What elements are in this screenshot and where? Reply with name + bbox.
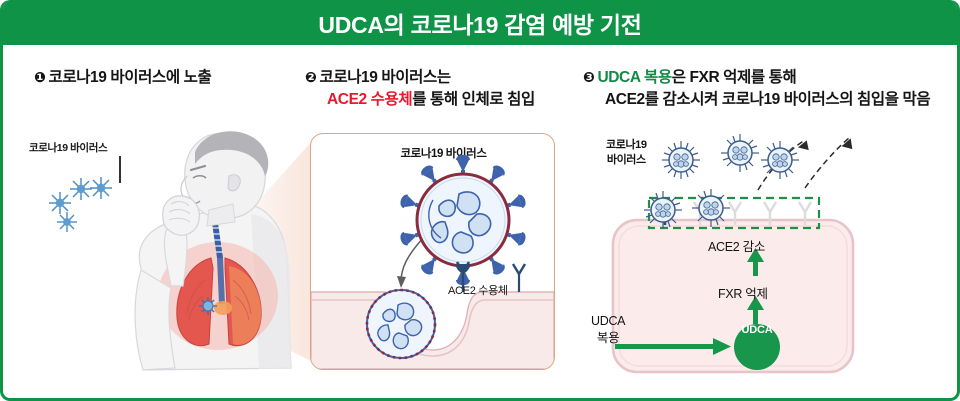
step-3-number: ❸ <box>583 69 595 85</box>
panel3-virus-label-line2: 바이러스 <box>606 153 646 166</box>
step-3-text-line2: ACE2를 감소시켜 코로나19 바이러스의 침입을 막음 <box>605 91 931 108</box>
step-3-highlight: UDCA 복용 <box>597 69 672 86</box>
panel-exposure: 코로나19 바이러스 <box>3 118 313 393</box>
virus-particle-icon <box>70 178 92 200</box>
virus-cluster <box>644 134 799 229</box>
panel3-virus-label-line1: 코로나19 <box>606 139 647 151</box>
panel1-virus-label: 코로나19 바이러스 <box>29 142 108 154</box>
fxr-inhibition-label: FXR 억제 <box>718 287 768 301</box>
step-3-text-line1: 은 FXR 억제를 통해 <box>671 69 797 86</box>
virus-particle-icon <box>57 212 77 232</box>
page-title: UDCA의 코로나19 감염 예방 기전 <box>318 11 642 38</box>
coughing-person-illustration <box>134 131 292 371</box>
step-2-text-line2: 를 통해 인체로 침입 <box>412 91 535 108</box>
cell-entry-graphic <box>311 154 554 369</box>
udca-node <box>734 324 780 370</box>
panel3-virus-label: 코로나19 바이러스 <box>606 138 647 168</box>
panel-cell-entry: 코로나19 바이러스 <box>310 133 555 370</box>
ace2-decrease-label: ACE2 감소 <box>708 240 766 254</box>
header-bar: UDCA의 코로나19 감염 예방 기전 <box>3 0 957 45</box>
virus-particle-icon <box>49 192 71 214</box>
udca-dose-line2: 복용 <box>596 330 620 345</box>
virus-particle-icon <box>90 177 112 199</box>
step-1-text: 코로나19 바이러스에 노출 <box>48 69 212 86</box>
step-2-number: ❷ <box>305 69 317 85</box>
step-1-number: ❶ <box>34 69 46 85</box>
panel-udca-mechanism: 코로나19 바이러스 ACE2 감소 FXR 억제 UDCA 복용 UDCA <box>583 128 953 380</box>
panel1-label-leader-line <box>119 156 121 183</box>
step-2-highlight: ACE2 수용체 <box>327 91 413 108</box>
step-2-line2: ACE2 수용체를 통해 인체로 침입 <box>327 89 535 111</box>
panel2-ace2-receptor-label: ACE2 수용체 <box>448 285 508 297</box>
step-2-text-line1: 코로나19 바이러스는 <box>319 69 451 86</box>
udca-circle-label: UDCA <box>741 324 773 336</box>
udca-mechanism-graphic <box>611 134 855 374</box>
udca-dose-label: UDCA 복용 <box>591 313 626 347</box>
udca-dose-line1: UDCA <box>591 314 626 328</box>
